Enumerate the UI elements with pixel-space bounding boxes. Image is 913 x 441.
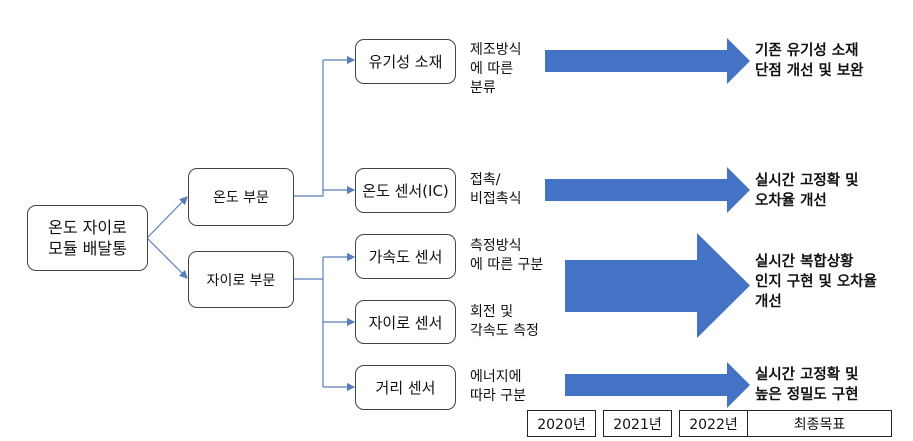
progress-arrow-organic xyxy=(545,38,750,84)
sensor-accelerometer: 가속도 센서 xyxy=(355,234,456,279)
note-distance: 에너지에 따라 구분 xyxy=(470,369,526,404)
goal-distance: 실시간 고정확 및 높은 정밀도 구현 xyxy=(755,367,859,403)
category-temperature: 온도 부문 xyxy=(188,168,294,226)
timeline-2020: 2020년 xyxy=(527,410,596,437)
progress-arrow-distance xyxy=(565,362,750,408)
timeline-2022: 2022년 xyxy=(679,410,748,437)
progress-arrow-gyro-accel xyxy=(565,233,750,338)
note-temperature-ic: 접촉/ 비접촉식 xyxy=(470,172,522,207)
sensor-distance: 거리 센서 xyxy=(355,365,456,410)
note-accelerometer: 측정방식 에 따른 구분 xyxy=(470,238,544,273)
root-node: 온도 자이로 모듈 배달통 xyxy=(27,205,148,271)
sensor-organic-material: 유기성 소재 xyxy=(355,39,456,84)
note-gyroscope: 회전 및 각속도 측정 xyxy=(470,304,539,339)
sensor-gyroscope: 자이로 센서 xyxy=(355,300,456,344)
connector-root-gyro xyxy=(146,237,188,279)
progress-arrow-temperature xyxy=(545,167,750,213)
category-gyro: 자이로 부문 xyxy=(188,251,294,308)
note-organic: 제조방식 에 따른 분류 xyxy=(470,42,522,96)
connector-temp-branch xyxy=(293,60,324,197)
goal-temperature: 실시간 고정확 및 오차율 개선 xyxy=(755,173,859,209)
timeline-2021: 2021년 xyxy=(603,410,672,437)
goal-organic: 기존 유기성 소재 단점 개선 및 보완 xyxy=(755,43,864,79)
timeline-final-goal: 최종목표 xyxy=(747,410,892,437)
sensor-temperature-ic: 온도 센서(IC) xyxy=(355,168,456,213)
goal-gyro-accel: 실시간 복합상황 인지 구현 및 오차율 개선 xyxy=(755,254,877,310)
connector-root-temp xyxy=(146,196,188,239)
